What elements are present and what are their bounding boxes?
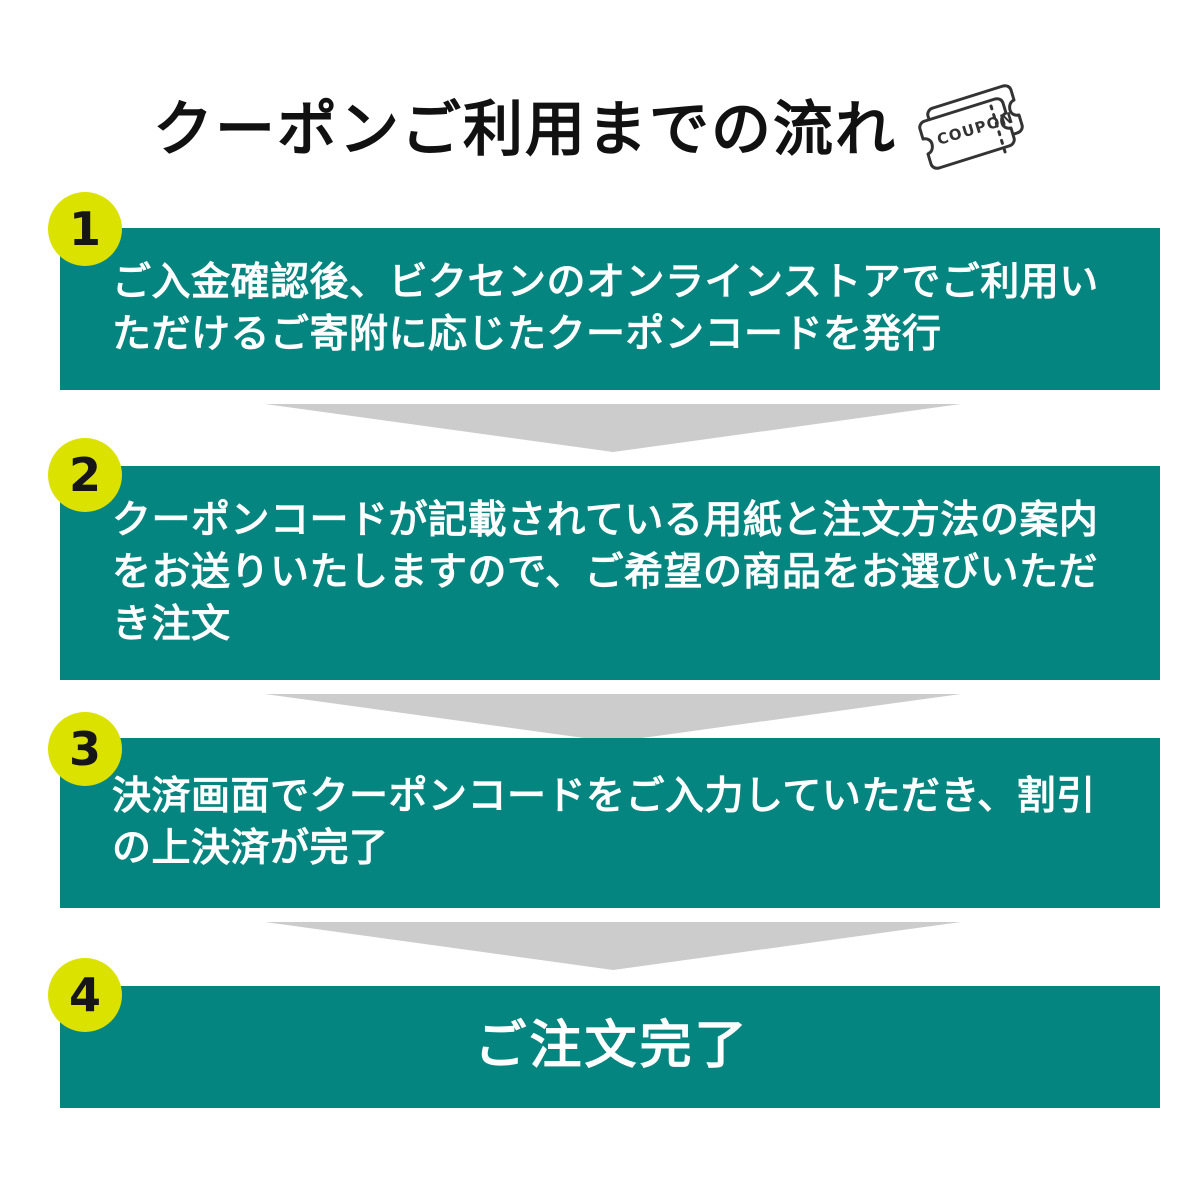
coupon-ticket-icon: COUPON [918,84,1024,170]
step-card-1: ご入金確認後、ビクセンのオンラインストアでご利用いただけるご寄附に応じたクーポン… [60,228,1160,390]
step-body-4: ご注文完了 [60,986,1160,1108]
step-number-badge-2: 2 [48,438,122,512]
arrow-triangle-icon [265,404,961,452]
step-number-badge-3: 3 [48,712,122,786]
step-text-4: ご注文完了 [474,1016,750,1077]
step-card-3: 決済画面でクーポンコードをご入力していただき、割引の上決済が完了 [60,738,1160,908]
step-body-1: ご入金確認後、ビクセンのオンラインストアでご利用いただけるご寄附に応じたクーポン… [60,228,1160,390]
arrow-triangle-icon [265,922,961,970]
step-text-2: クーポンコードが記載されている用紙と注文方法の案内をお送りいたしますので、ご希望… [112,498,1099,647]
step-number-badge-4: 4 [48,958,122,1032]
page-title: クーポンご利用までの流れ [153,95,897,165]
step-text-1: ご入金確認後、ビクセンのオンラインストアでご利用いただけるご寄附に応じたクーポン… [112,260,1099,357]
arrow-step3-to-step4 [265,922,961,970]
step-number-badge-1: 1 [48,192,122,266]
step-card-2: クーポンコードが記載されている用紙と注文方法の案内をお送りいたしますので、ご希望… [60,466,1160,680]
arrow-step1-to-step2 [265,404,961,452]
step-body-3: 決済画面でクーポンコードをご入力していただき、割引の上決済が完了 [60,738,1160,908]
step-body-2: クーポンコードが記載されている用紙と注文方法の案内をお送りいたしますので、ご希望… [60,466,1160,680]
arrow-step2-to-step3 [265,694,961,742]
arrow-triangle-icon [265,694,961,742]
step-text-3: 決済画面でクーポンコードをご入力していただき、割引の上決済が完了 [112,774,1096,871]
step-card-4: ご注文完了 [60,986,1160,1108]
header: クーポンご利用までの流れ COUPON [0,78,1200,182]
